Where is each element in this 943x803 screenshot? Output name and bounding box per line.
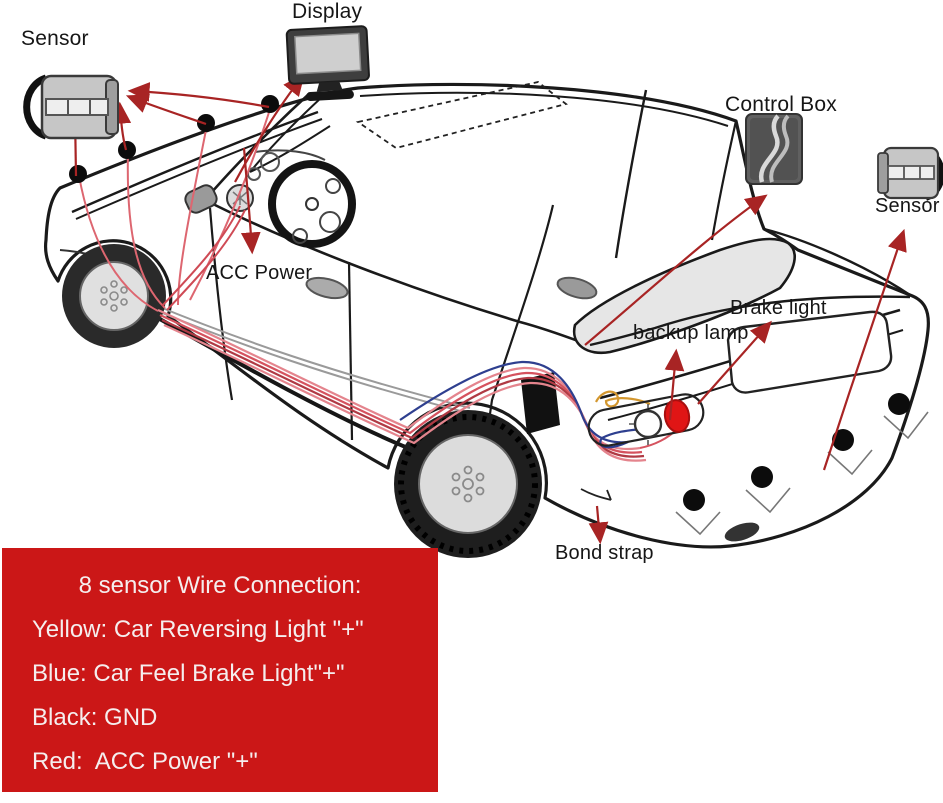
wheel-hub-glyph <box>451 465 485 503</box>
exhaust-tip <box>724 522 760 542</box>
steering-wheel <box>268 160 356 248</box>
arrow-to-backup-lamp <box>664 348 685 421</box>
front-wheel <box>62 244 166 348</box>
backup-bulb <box>633 409 663 439</box>
legend-line-black: Black: GND <box>32 704 158 731</box>
legend-line-yellow: Yellow: Car Reversing Light "+" <box>32 616 364 643</box>
rear-sensor-dot <box>751 466 773 488</box>
fuel-door-patch <box>521 372 560 434</box>
arrow-to-bond-strap <box>588 505 609 545</box>
arrow-to-rear-sensor <box>822 228 907 471</box>
wire-connection-legend: 8 sensor Wire Connection: Yellow: Car Re… <box>2 548 438 792</box>
display-icon <box>285 25 370 101</box>
side-molding <box>149 302 471 409</box>
label-front-sensor: Sensor <box>21 27 89 50</box>
car-body <box>43 81 930 549</box>
blue-wire <box>399 360 651 449</box>
arrow-to-control-box <box>584 194 768 346</box>
beltline <box>204 198 593 348</box>
door-shut-line <box>347 261 354 441</box>
arrow-to-display <box>234 73 305 183</box>
label-bond-strap: Bond strap <box>555 542 654 564</box>
legend-title: 8 sensor Wire Connection: <box>78 572 362 599</box>
wheel-hub-glyph <box>100 280 128 312</box>
annotation-arrows <box>65 73 907 545</box>
yellow-wire <box>595 390 651 408</box>
bumper-sensors <box>69 95 910 511</box>
sensor-mount-marks <box>675 411 929 536</box>
arrow-to-acc-power <box>240 147 261 255</box>
rear-sensor-dot <box>888 393 910 415</box>
door-handle-front <box>305 276 349 300</box>
rear-sensor-icon <box>877 146 943 201</box>
front-sensor-dot <box>69 165 87 183</box>
label-display: Display <box>292 0 363 23</box>
front-sensor-icon <box>23 74 119 140</box>
label-rear-sensor: Sensor <box>875 195 940 217</box>
rear-sensor-dot <box>683 489 705 511</box>
door-handle-rear <box>556 276 598 300</box>
legend-line-red: Red: ACC Power "+" <box>32 748 258 775</box>
label-control-box: Control Box <box>725 93 837 116</box>
legend-line-blue: Blue: Car Feel Brake Light"+" <box>32 660 345 687</box>
windshield-edge <box>249 96 323 173</box>
rear-wheel <box>394 410 542 558</box>
tail-light <box>587 393 705 447</box>
label-brake-light: Brake light <box>730 297 827 319</box>
hood-line <box>71 110 319 214</box>
label-backup-lamp: backup lamp <box>633 322 749 344</box>
arrow-to-front-sensor <box>127 82 270 109</box>
cowl-line <box>249 125 331 173</box>
c-pillar-line <box>614 89 648 259</box>
trunk-lid-edge <box>763 227 911 297</box>
bond-strap-mark <box>580 488 612 501</box>
label-acc-power: ACC Power <box>206 262 313 284</box>
arrow-to-brake-light <box>697 320 772 405</box>
front-sensor-dot <box>118 141 136 159</box>
front-sensor-dot <box>261 95 279 113</box>
rear-sensor-dot <box>832 429 854 451</box>
rear-window-edge <box>710 120 738 241</box>
arrow-to-front-sensor <box>111 101 132 151</box>
front-door-edge <box>208 207 234 401</box>
arrow-to-front-sensor <box>125 94 207 126</box>
control-box-icon <box>745 113 803 185</box>
trunk-seam <box>589 295 911 347</box>
sunroof-outline <box>355 81 568 149</box>
roof-rail-line <box>359 91 729 127</box>
